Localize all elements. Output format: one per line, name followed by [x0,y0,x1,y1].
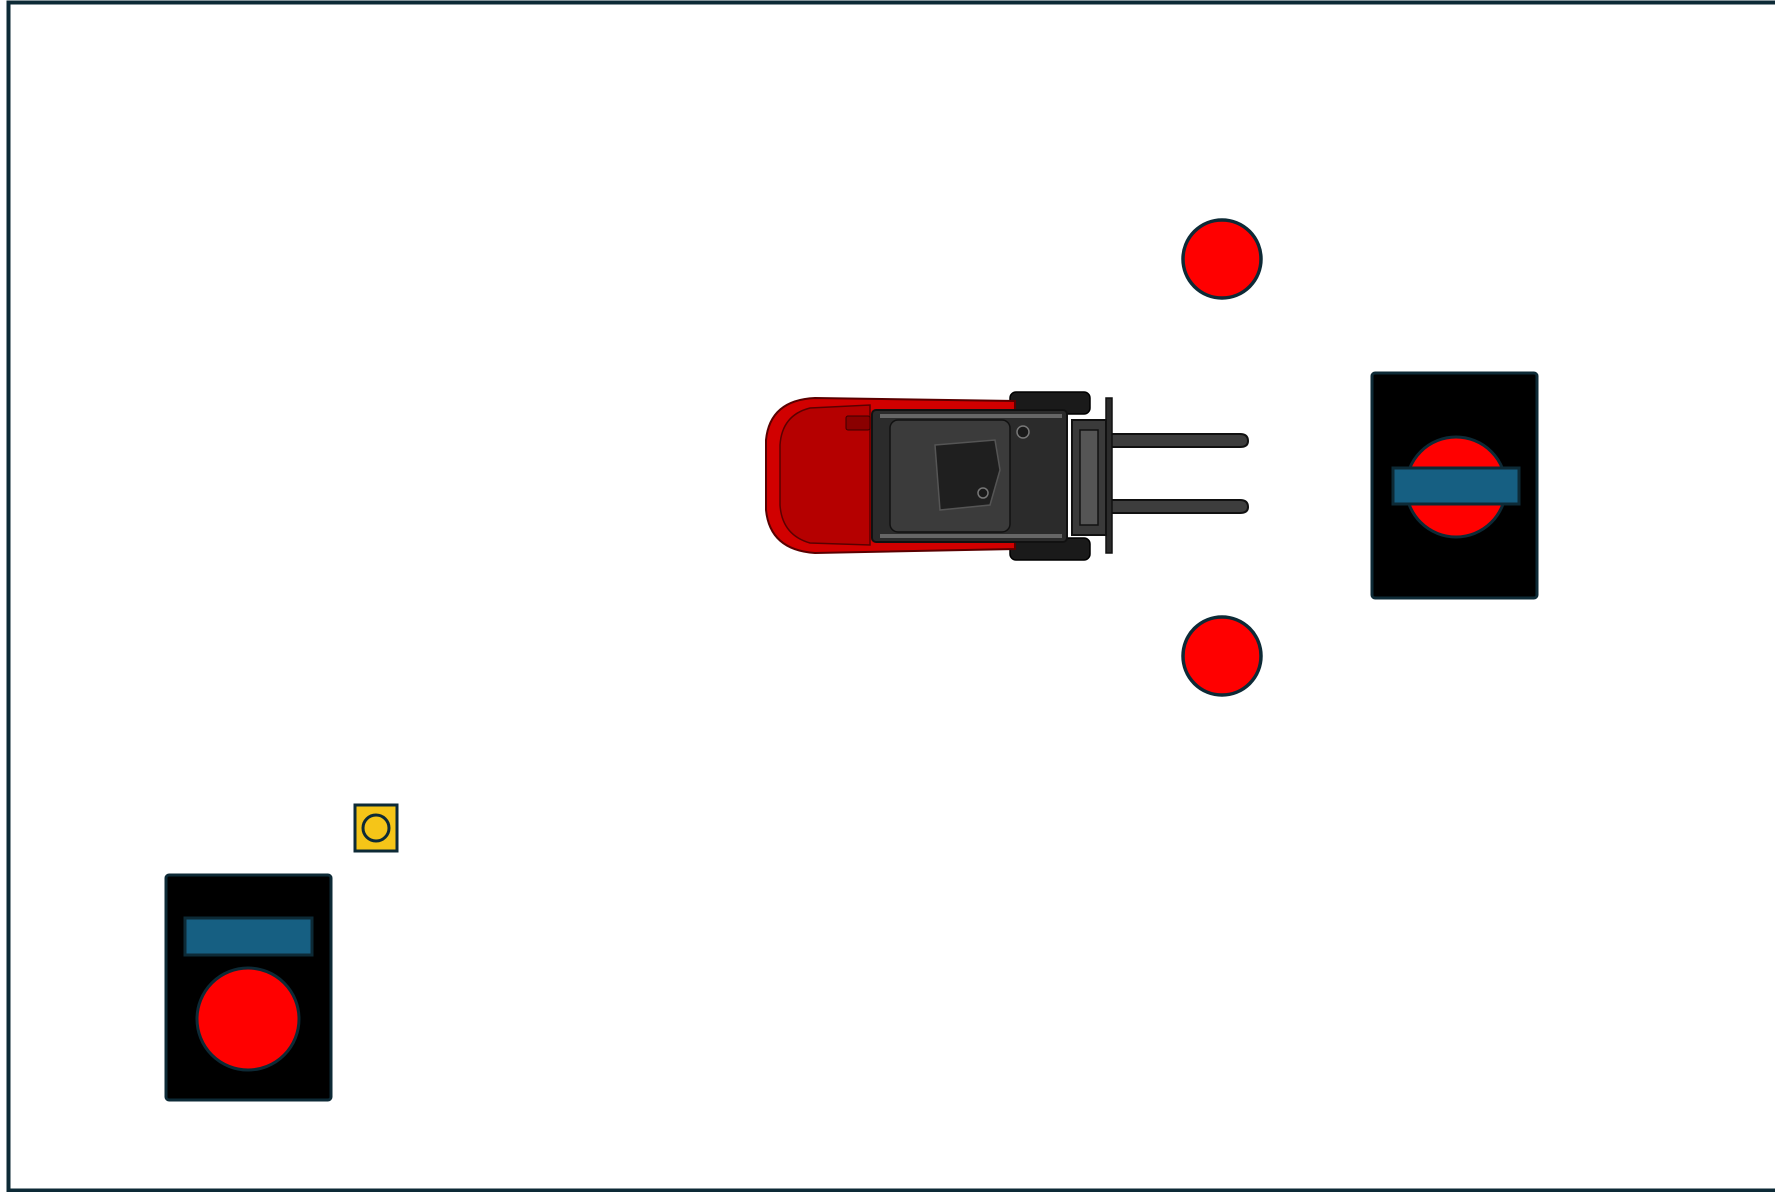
station-left-pallet [185,918,312,955]
obstacle-upper [1183,220,1261,298]
station-left-target [197,968,299,1070]
station-left [166,875,331,1100]
station-right [1372,373,1537,598]
station-right-pallet [1393,468,1519,504]
yellow-target-marker [355,805,397,851]
obstacle-lower [1183,617,1261,695]
